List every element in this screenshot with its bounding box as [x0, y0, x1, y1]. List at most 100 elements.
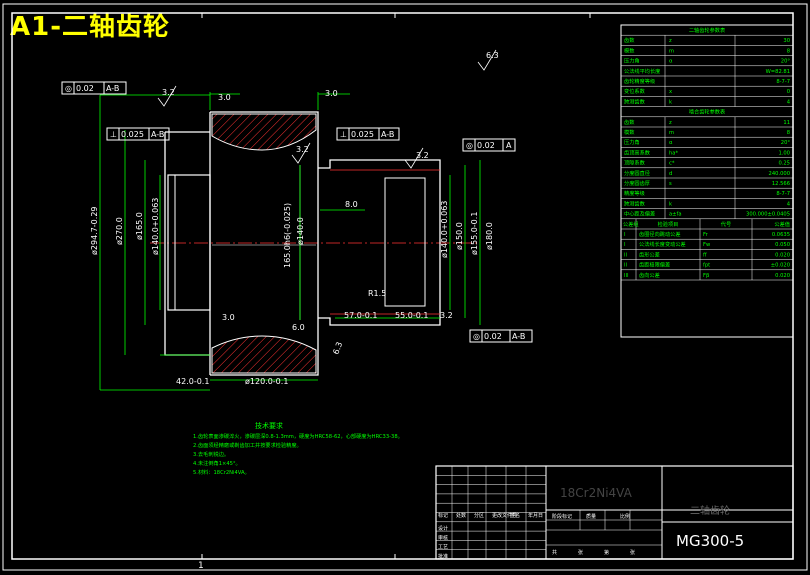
table-cell: s [669, 181, 672, 187]
table-cell: 8-7-7 [776, 79, 790, 85]
dim-140c: ø140.0+0.063 [440, 201, 449, 258]
table-cell: 压力角 [624, 57, 640, 65]
table-cell: 8 [787, 130, 790, 136]
table-cell: 0.020 [775, 273, 790, 279]
title-block-label: 张 [578, 549, 583, 556]
table-cell: k [669, 99, 672, 105]
table-cell: II [624, 252, 628, 258]
dimension-texts: 3.0 3.0 ◎ 0.02 A-B ⊥ 0.025 A-B ⊥ 0.025 A… [65, 51, 525, 386]
title-block-label: 审核 [438, 534, 448, 541]
technical-notes: 技术要求 1.齿轮表面渗碳淬火，渗碳层深0.8-1.3mm，硬度为HRC58-6… [193, 421, 403, 476]
table-cell: 齿数 [624, 36, 635, 44]
title-block-label: 张 [630, 549, 635, 556]
table-cell: 240.000 [769, 171, 790, 177]
table-cell: 齿距极限偏差 [639, 261, 670, 269]
roughness-e: 3.2 [440, 311, 453, 320]
material-text: 18Cr2Ni4VA [560, 486, 633, 500]
roughness-d: 6.3 [331, 341, 344, 356]
runout-a-ref: A-B [106, 84, 119, 93]
dim-pitch: 165.0h6(-0.025) [283, 203, 292, 268]
table-cell: 模数 [624, 128, 635, 136]
dim-150: ø150.0 [455, 222, 464, 250]
title-block-label: 分区 [474, 512, 484, 519]
title-block-label: 比例 [620, 513, 630, 520]
table-cell: 300.000±0.0405 [746, 212, 790, 218]
table-cell: k [669, 201, 672, 207]
table-cell: 分度圆齿厚 [624, 179, 650, 187]
dim-top-right: 3.0 [325, 89, 338, 98]
dim-42: 42.0-0.1 [176, 377, 209, 386]
table-cell: 检验项目 [658, 220, 679, 228]
title-block-label: 批准 [438, 553, 448, 560]
dim-6: 6.0 [292, 323, 305, 332]
table-cell: 跨测齿数 [624, 199, 646, 207]
table-cell: 12.566 [772, 181, 790, 187]
dim-180: ø180.0 [485, 222, 494, 250]
roughness-c: 3.2 [416, 151, 429, 160]
table-cell: 分度圆直径 [624, 169, 650, 177]
runout-a-value: 0.02 [76, 84, 94, 93]
face-b-ref: A-B [381, 130, 394, 139]
table-cell: ±0.020 [771, 263, 790, 269]
runout-c-value: 0.02 [484, 332, 502, 341]
bore-left [167, 174, 211, 311]
drawing-title: A1-二轴齿轮 [10, 12, 171, 42]
title-block-label: 阶段标记 [552, 513, 572, 520]
face-b-value: 0.025 [351, 130, 374, 139]
table-cell: fpt [703, 263, 710, 269]
table-header: 二轴齿轮参数表 [689, 26, 726, 34]
dim-top-left: 3.0 [218, 93, 231, 102]
table-cell: 模数 [624, 46, 635, 54]
roughness-symbols [157, 49, 497, 169]
table-cell: Fr [703, 232, 709, 238]
shaft-bore [384, 177, 426, 307]
table-cell: 公法线平均长度 [624, 67, 660, 75]
table-cell: x [669, 89, 672, 95]
runout-symbol-b-icon: ◎ [466, 141, 473, 150]
table-cell: m [669, 130, 674, 136]
title-block-label: 年月日 [528, 512, 543, 519]
note-line: 4.未注倒角1×45°。 [193, 459, 241, 467]
table-header: 啮合齿轮参数表 [689, 108, 726, 116]
dim-270: ø270.0 [115, 217, 124, 245]
note-line: 3.去毛刺锐边。 [193, 450, 229, 458]
roughness-a: 3.2 [162, 88, 175, 97]
title-block-label: 工艺 [438, 545, 448, 551]
table-cell: c* [669, 161, 675, 167]
dim-165: ø165.0 [135, 212, 144, 240]
table-cell: 4 [787, 201, 791, 207]
table-cell: a±fa [669, 212, 682, 218]
drawing-number-text: MG300-5 [676, 532, 744, 550]
table-cell: 压力角 [624, 138, 640, 146]
title-block: 18Cr2Ni4VA 二轴齿轮 MG300-5 标记处数分区更改文件号签名年月日… [435, 465, 794, 560]
frame-mark: 1 [198, 561, 204, 571]
table-cell: 齿向公差 [639, 271, 660, 279]
face-a-ref: A-B [151, 130, 164, 139]
title-block-label: 第 [604, 549, 609, 556]
table-cell: III [624, 273, 629, 279]
dim-3b: 3.0 [222, 313, 235, 322]
table-cell: 20° [781, 59, 791, 65]
hatch-lower [211, 335, 317, 374]
tolerance-frames [61, 81, 533, 343]
face-a-value: 0.025 [121, 130, 144, 139]
table-cell: 公差值 [774, 220, 790, 228]
dim-outer: ø294.7-0.29 [90, 207, 99, 256]
dim-55: 55.0-0.1 [395, 311, 428, 320]
table-cell: I [624, 232, 626, 238]
table-cell: z [669, 38, 672, 44]
table-cell: W=82.81 [766, 69, 790, 75]
table-cell: 30 [783, 38, 790, 44]
table-cell: 8-7-7 [776, 191, 790, 197]
table-cell: d [669, 171, 672, 177]
hatch-upper [211, 113, 317, 151]
runout-c-ref: A-B [512, 332, 525, 341]
table-cell: 跨测齿数 [624, 97, 646, 105]
table-cell: ff [703, 252, 707, 258]
note-line: 1.齿轮表面渗碳淬火，渗碳层深0.8-1.3mm，硬度为HRC58-62，心部硬… [193, 432, 403, 440]
dim-r15: R1.5 [368, 289, 386, 298]
table-cell: Fw [703, 242, 711, 248]
outer-border [2, 3, 808, 571]
